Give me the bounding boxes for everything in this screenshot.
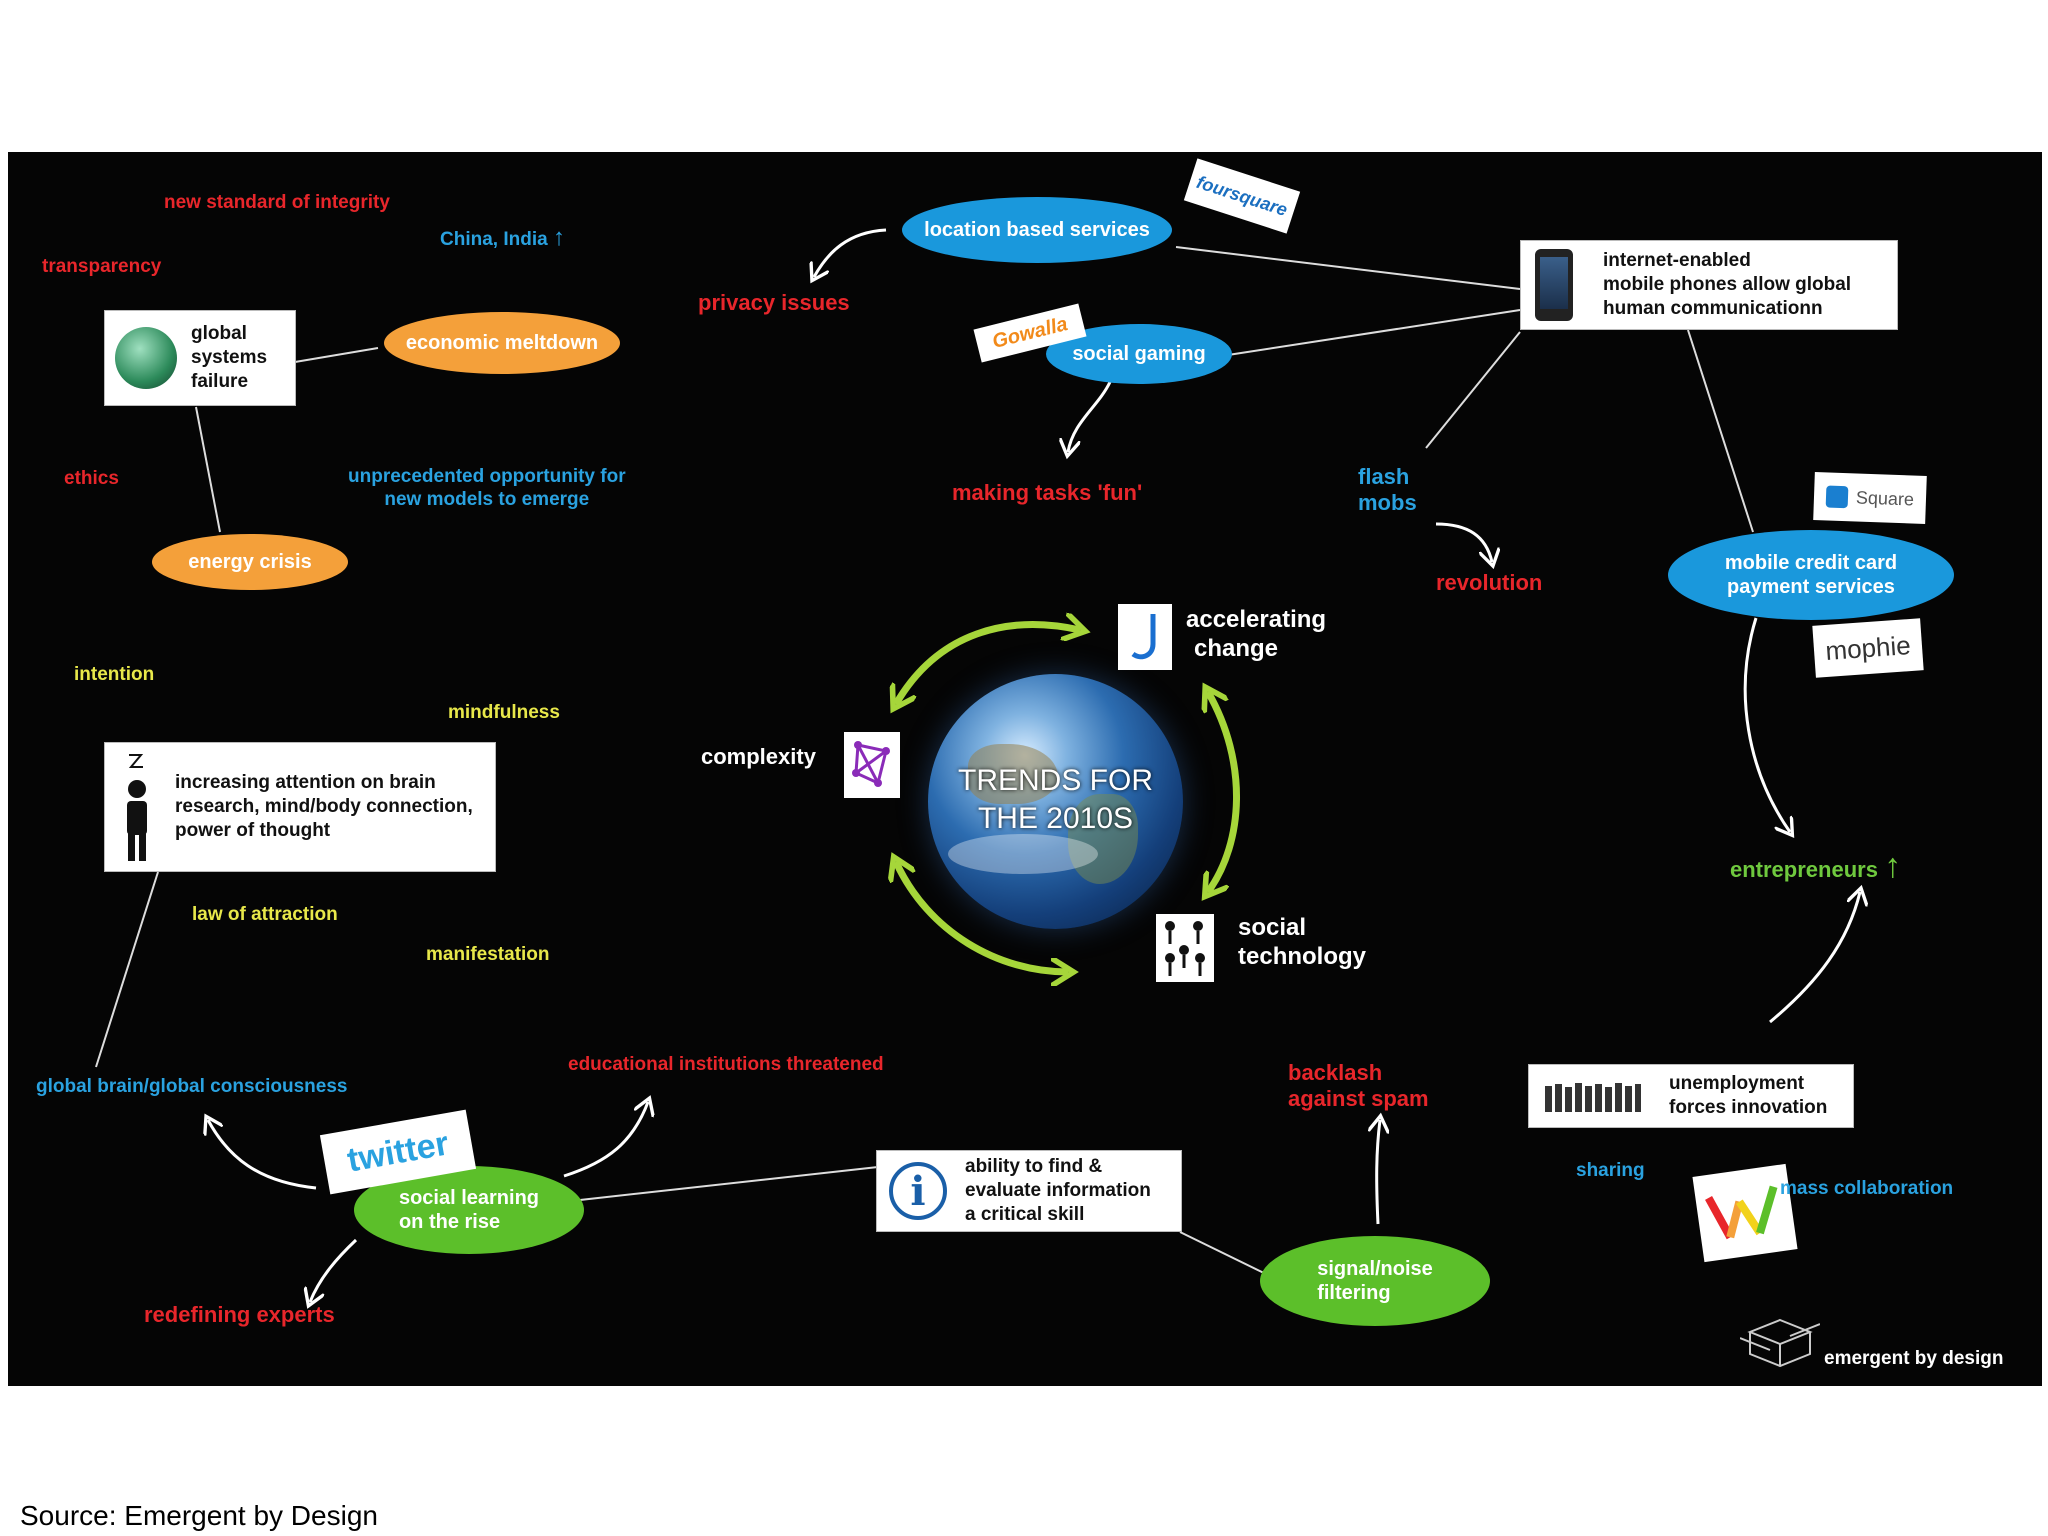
line-phones-credit [1687, 329, 1754, 533]
arrow-credit-entrepreneurs [1743, 617, 1790, 832]
mass-collaboration-label: mass collaboration [1780, 1178, 1954, 1199]
flash-mobs-label: flash mobs [1358, 464, 1417, 516]
info-icon: i [889, 1162, 947, 1220]
revolution-label: revolution [1436, 570, 1543, 595]
mindfulness-label: mindfulness [448, 702, 560, 723]
arrow-learning-redefining [310, 1238, 358, 1302]
educational-institutions-label: educational institutions threatened [568, 1054, 884, 1075]
center-title: TRENDS FOR THE 2010S [928, 762, 1183, 837]
arrow-learning-educational [563, 1102, 648, 1178]
energy-crisis-node: energy crisis [152, 534, 348, 590]
emergent-by-design-label: emergent by design [1824, 1348, 2004, 1369]
opportunity-label: unprecedented opportunity for new models… [348, 466, 626, 510]
arrow-revolution [1435, 522, 1492, 562]
phone-icon [1535, 249, 1573, 321]
accelerating-change-label: accelerating change [1186, 606, 1327, 662]
square-logo: Square [1813, 472, 1927, 524]
person-thinking-icon [127, 754, 147, 861]
emergent-cube-icon [1740, 1318, 1820, 1368]
up-arrow-icon: ↑ [552, 224, 565, 251]
line-location-phones [1175, 246, 1521, 290]
line-global-energy [195, 406, 221, 533]
google-wave-logo [1692, 1163, 1798, 1263]
earth-globe [928, 674, 1183, 929]
mophie-logo: mophie [1812, 618, 1924, 678]
mobile-phones-box: internet-enabled mobile phones allow glo… [1520, 240, 1898, 330]
wave-icon [1705, 1185, 1778, 1240]
redefining-experts-label: redefining experts [144, 1302, 335, 1327]
social-technology-label: social technology [1238, 914, 1367, 970]
line-gaming-phones [1227, 309, 1521, 356]
new-standard-label: new standard of integrity [164, 192, 390, 213]
accelerating-change-icon [1118, 604, 1172, 670]
backlash-label: backlash against spam [1288, 1060, 1429, 1112]
ethics-label: ethics [64, 468, 119, 489]
cycle-arrow-right [1208, 692, 1240, 892]
arrow-making-tasks [1068, 381, 1112, 452]
sharing-label: sharing [1576, 1160, 1645, 1181]
entrepreneurs-label: entrepreneurs ↑ [1730, 847, 1902, 885]
center-title-line1: TRENDS FOR [958, 764, 1153, 797]
brain-research-box: increasing attention on brain research, … [104, 742, 496, 872]
social-technology-icon [1156, 914, 1214, 982]
economic-meltdown-node: economic meltdown [384, 312, 620, 374]
line-phones-flash [1425, 331, 1521, 449]
arrow-twitter-globalbrain [208, 1120, 317, 1190]
cycle-arrow-bottom [896, 862, 1068, 972]
center-title-line2: THE 2010S [977, 801, 1134, 835]
china-india-label: China, India ↑ [440, 224, 565, 251]
line-brain-globalbrain [95, 871, 159, 1068]
intention-label: intention [74, 664, 155, 685]
information-skill-box: i ability to find & evaluate information… [876, 1150, 1182, 1232]
making-tasks-fun-label: making tasks 'fun' [952, 480, 1143, 505]
privacy-issues-label: privacy issues [698, 290, 850, 315]
location-based-services-node: location based services [902, 197, 1172, 263]
complexity-label: complexity [701, 744, 816, 769]
line-learning-info [579, 1166, 879, 1201]
global-systems-failure-box: global systems failure [104, 310, 296, 406]
source-caption: Source: Emergent by Design [20, 1500, 378, 1531]
manifestation-label: manifestation [426, 944, 550, 965]
square-icon [1825, 485, 1849, 509]
law-of-attraction-label: law of attraction [192, 904, 338, 925]
crowd-icon [1545, 1083, 1641, 1112]
cycle-arrow-top [896, 625, 1080, 704]
complexity-icon [844, 732, 900, 798]
transparency-label: transparency [42, 256, 162, 277]
connector-lines [95, 228, 2042, 1386]
arrow-privacy [814, 228, 887, 277]
up-arrow-icon: ↑ [1884, 847, 1902, 885]
unemployment-box: unemployment forces innovation [1528, 1064, 1854, 1128]
mind-map-board: TRENDS FOR THE 2010S accelerating change… [8, 152, 2042, 1386]
global-brain-label: global brain/global consciousness [36, 1076, 348, 1097]
globe-icon [115, 327, 177, 389]
line-global-economic [294, 347, 379, 363]
arrow-signal-backlash [1377, 1120, 1380, 1225]
line-info-signal [1179, 1231, 1271, 1277]
arrow-unemp-entrepreneurs [1769, 892, 1860, 1024]
